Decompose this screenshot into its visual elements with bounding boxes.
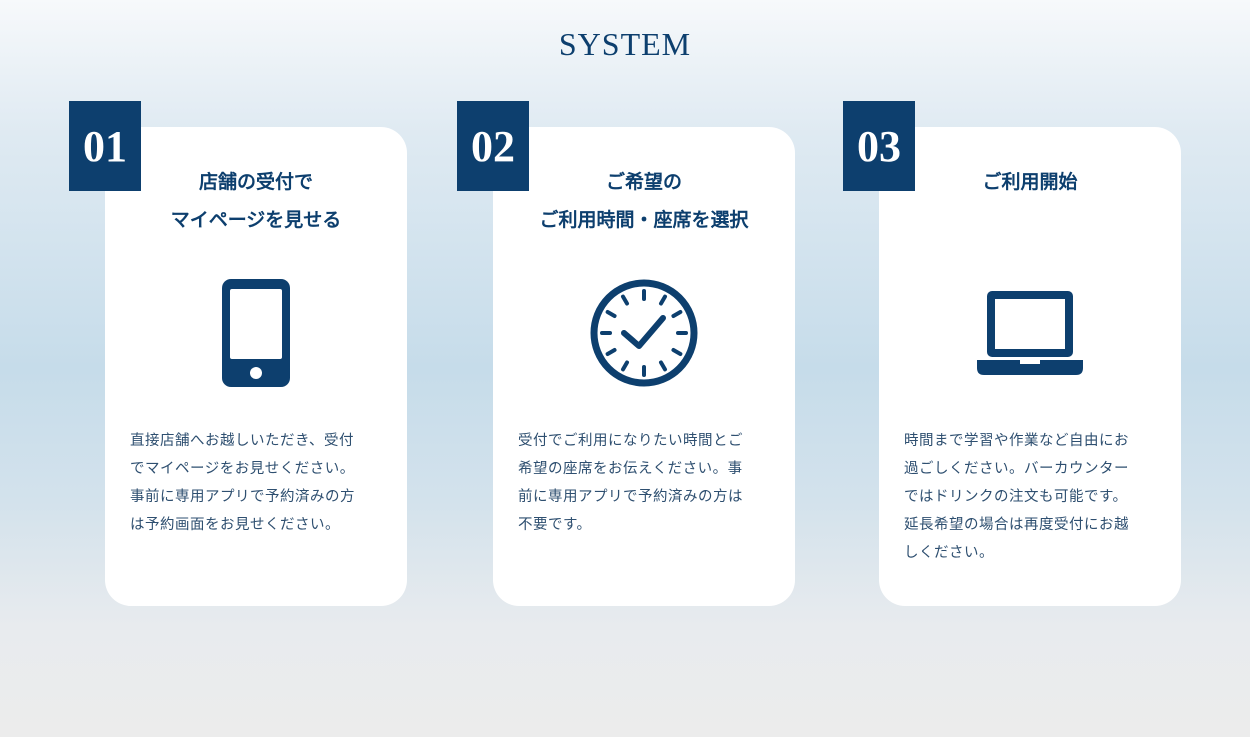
step-description: 時間まで学習や作業など自由にお 過ごしください。バーカウンター ではドリンクの注… xyxy=(904,433,1129,561)
step-title: ご利用開始 xyxy=(982,171,1078,193)
section-title: SYSTEM xyxy=(558,26,692,62)
step-number-badge: 03 xyxy=(843,101,915,191)
clock-tick xyxy=(621,294,629,306)
clock-tick xyxy=(659,294,667,306)
clock-tick xyxy=(621,359,629,371)
clock-tick xyxy=(671,309,683,318)
step-description: 受付でご利用になりたい時間とご 希望の座席をお伝えください。事 前に専用アプリで… xyxy=(518,433,743,533)
step-card-3: 03 ご利用開始 時間まで学習や作業など自由にお 過ごしください。バーカウンター… xyxy=(843,101,1181,606)
step-description: 直接店舗へお越しいただき、受付 でマイページをお見せください。 事前に専用アプリ… xyxy=(130,433,355,533)
clock-tick xyxy=(605,347,617,356)
clock-tick xyxy=(659,359,667,371)
smartphone-icon xyxy=(105,275,407,390)
step-card-2: 02 ご希望の ご利用時間・座席を選択 受付でご利用になりたい時間とご 希望の座… xyxy=(457,101,795,606)
clock-tick xyxy=(671,347,683,356)
clock-tick xyxy=(605,309,617,318)
step-number-badge: 02 xyxy=(457,101,529,191)
step-number-badge: 01 xyxy=(69,101,141,191)
clock-icon xyxy=(493,275,795,390)
laptop-icon xyxy=(879,275,1181,390)
step-title: ご希望の ご利用時間・座席を選択 xyxy=(539,171,749,231)
step-card-1: 01 店舗の受付で マイページを見せる 直接店舗へお越しいただき、受付 でマイペ… xyxy=(69,101,407,606)
step-title: 店舗の受付で マイページを見せる xyxy=(170,171,342,231)
